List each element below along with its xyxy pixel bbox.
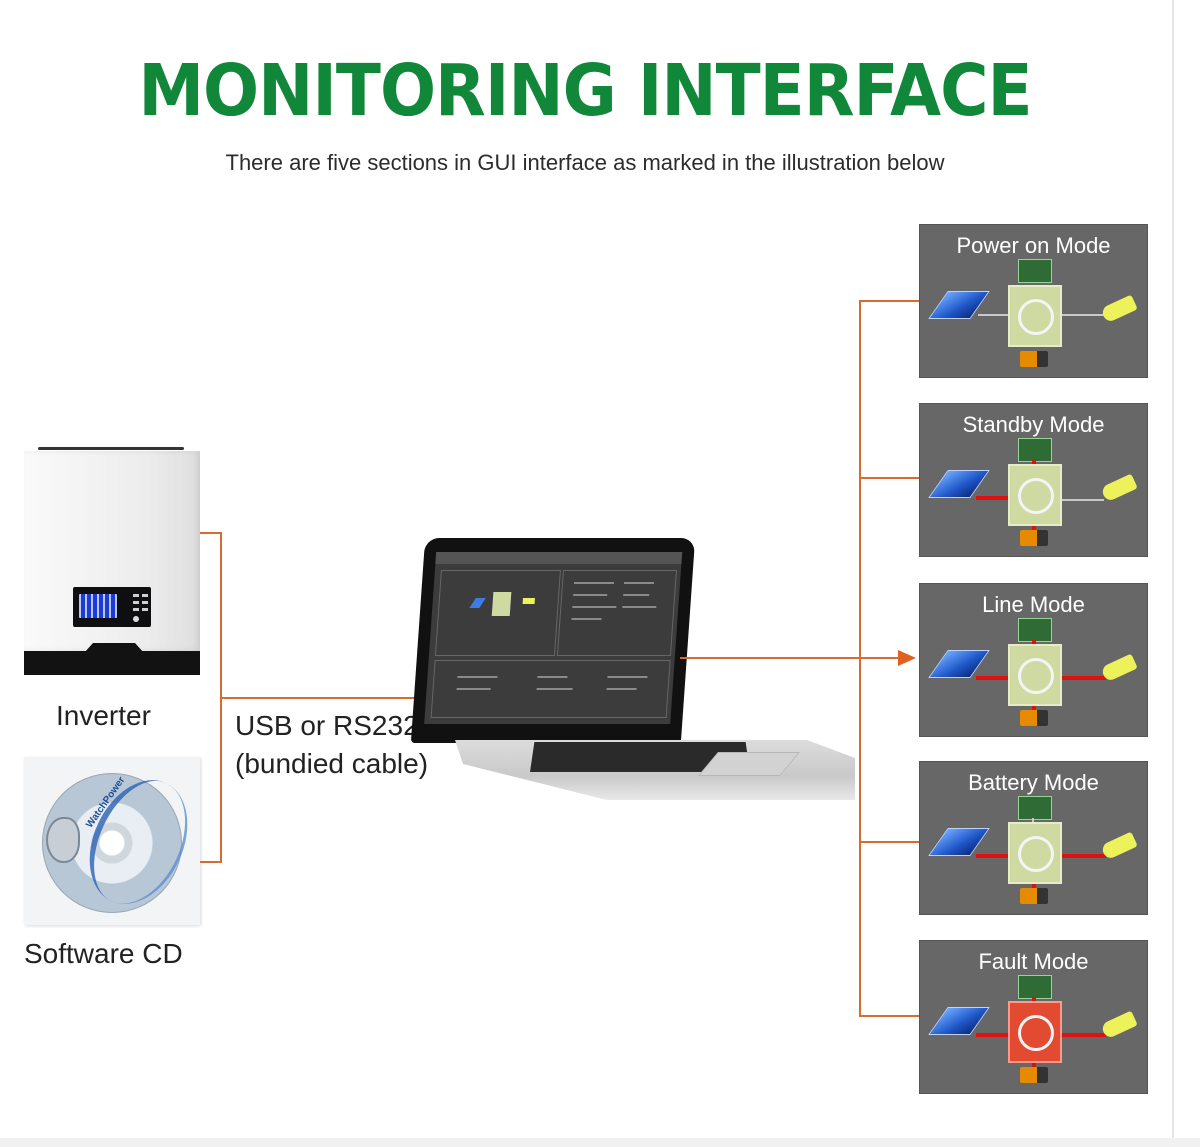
inverter-button: [142, 594, 148, 597]
connector-standby-mode: [859, 477, 920, 479]
laptop-app-text: [622, 606, 657, 608]
inverter-lcd-panel: [73, 587, 151, 627]
inverter-button: [142, 601, 148, 604]
bulb-icon: [1100, 294, 1138, 324]
grid-icon: [1018, 975, 1052, 999]
laptop-app-text: [537, 676, 568, 678]
grid-icon: [1018, 796, 1052, 820]
connector-battery-mode: [859, 841, 920, 843]
line-mode-panel: Line Mode: [920, 584, 1147, 736]
grid-icon: [1018, 618, 1052, 642]
inverter-ring-icon: [1018, 1015, 1054, 1051]
inverter-icon: [1008, 644, 1062, 706]
cable-label-line1: USB or RS232: [235, 710, 419, 741]
page-right-edge: [1172, 0, 1174, 1147]
connector-modes-vertical: [859, 300, 861, 1017]
software-cd-image: WatchPower: [24, 757, 207, 925]
inverter-lcd-screen: [79, 594, 117, 618]
power-on-mode-panel: Power on Mode: [920, 225, 1147, 377]
laptop-app-text: [536, 688, 573, 690]
inverter-label: Inverter: [56, 700, 151, 731]
mode-title: Battery Mode: [968, 770, 1099, 795]
inverter-button: [142, 608, 148, 611]
battery-mode-panel: Battery Mode: [920, 762, 1147, 914]
standby-mode-panel: Standby Mode: [920, 404, 1147, 556]
inverter-top-edge: [38, 447, 184, 450]
inverter-ring-icon: [1018, 478, 1054, 514]
bulb-icon: [1100, 1010, 1138, 1040]
bulb-icon: [1100, 653, 1138, 683]
cable-label-line2: (bundied cable): [235, 748, 429, 779]
laptop-app-text: [573, 582, 615, 584]
page-subtitle: There are five sections in GUI interface…: [225, 150, 945, 175]
page-title: MONITORING INTERFACE: [138, 48, 1032, 133]
laptop-screen: [410, 538, 696, 743]
laptop-app-titlebar: [435, 552, 683, 564]
laptop-app-text: [623, 582, 655, 584]
flow-wire: [1060, 499, 1104, 501]
software-cd-label: Software CD: [24, 938, 183, 969]
inverter-image: [24, 447, 200, 675]
laptop-app-text: [573, 594, 608, 596]
solar-panel-icon: [928, 650, 990, 678]
mode-title: Standby Mode: [962, 412, 1105, 437]
inverter-ring-icon: [1018, 658, 1054, 694]
inverter-base-notch: [84, 643, 144, 653]
laptop-app-bulb-icon: [522, 598, 535, 604]
inverter-base: [24, 651, 200, 675]
connector-cd: [200, 861, 222, 863]
laptop-app-text: [606, 688, 637, 690]
connector-inverter: [200, 532, 222, 534]
grid-icon: [1018, 438, 1052, 462]
inverter-ring-icon: [1018, 299, 1054, 335]
battery-icon: [1020, 710, 1048, 726]
bulb-icon: [1100, 473, 1138, 503]
laptop-app-text: [457, 676, 498, 678]
battery-icon: [1020, 1067, 1048, 1083]
laptop-app-text: [623, 594, 650, 596]
page-bottom-edge: [0, 1138, 1200, 1147]
cd-face-graphic: [46, 817, 80, 863]
laptop-app-text: [571, 618, 602, 620]
laptop-app-text: [456, 688, 491, 690]
inverter-ring-icon: [1018, 836, 1054, 872]
connector-fault-mode: [859, 1015, 920, 1017]
bulb-icon: [1100, 831, 1138, 861]
inverter-icon: [1008, 464, 1062, 526]
laptop-app-text: [572, 606, 617, 608]
inverter-icon: [1008, 822, 1062, 884]
connector-to-laptop: [220, 697, 425, 699]
flow-arrow-red: [976, 496, 1010, 500]
laptop-app-inverter-icon: [491, 592, 512, 616]
solar-panel-icon: [928, 470, 990, 498]
battery-icon: [1020, 530, 1048, 546]
fault-mode-panel: Fault Mode: [920, 941, 1147, 1093]
arrow-to-line-mode: [898, 650, 916, 666]
laptop-display: [424, 552, 683, 724]
solar-panel-icon: [928, 828, 990, 856]
mode-title: Fault Mode: [978, 949, 1089, 974]
connector-to-modes: [680, 657, 900, 659]
inverter-button: [133, 594, 139, 597]
solar-panel-icon: [928, 1007, 990, 1035]
battery-icon: [1020, 888, 1048, 904]
battery-icon: [1020, 351, 1048, 367]
laptop-app-text: [607, 676, 648, 678]
inverter-fault-icon: [1008, 1001, 1062, 1063]
mode-title: Line Mode: [982, 592, 1085, 617]
inverter-button: [133, 601, 139, 604]
connector-power-on-mode: [859, 300, 920, 302]
inverter-button: [133, 608, 139, 611]
grid-icon: [1018, 259, 1052, 283]
mode-title: Power on Mode: [956, 233, 1111, 258]
inverter-knob: [133, 616, 139, 622]
inverter-icon: [1008, 285, 1062, 347]
